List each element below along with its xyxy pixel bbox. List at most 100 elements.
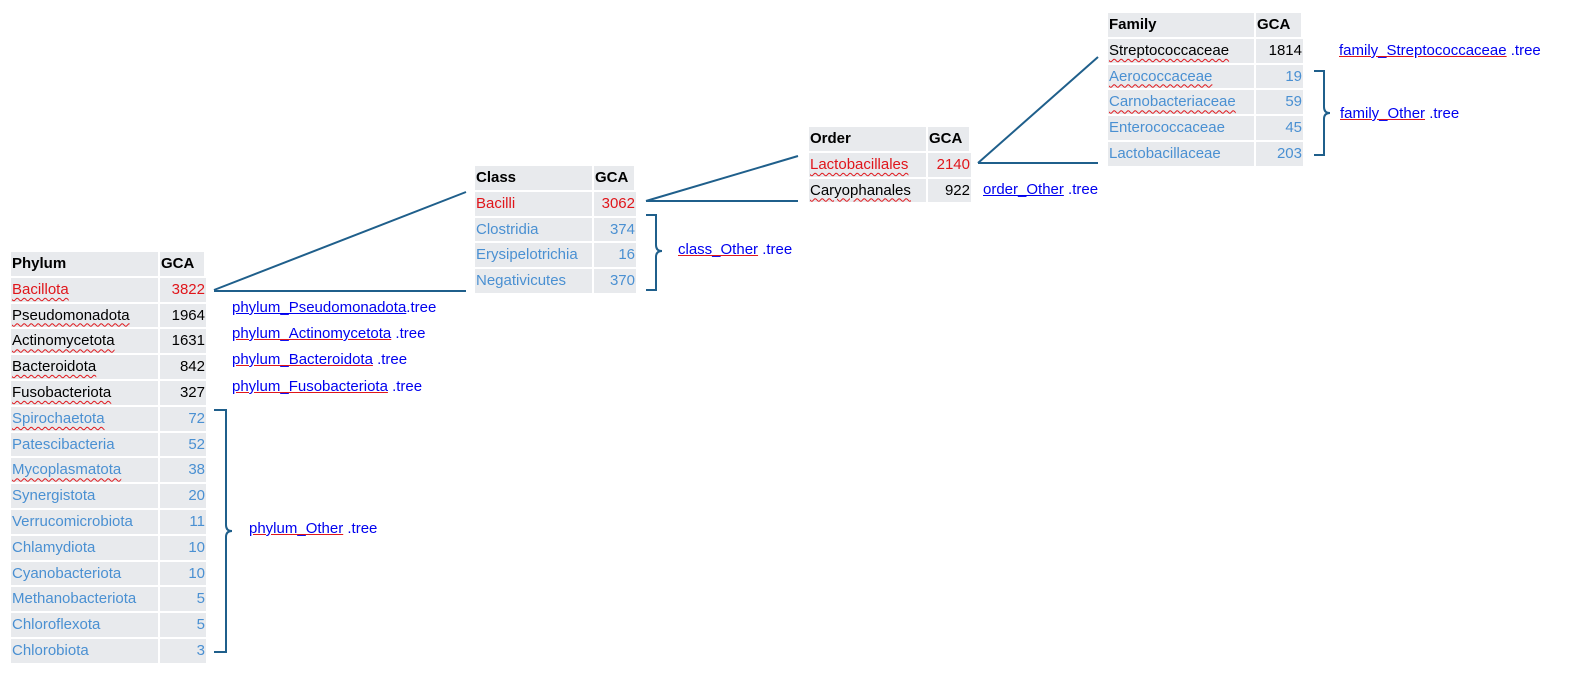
family-name: Carnobacteriaceae: [1109, 93, 1236, 111]
order-row: Caryophanales 922: [809, 178, 971, 205]
family-name-cell: Lactobacillaceae: [1108, 141, 1256, 168]
family-other-brace: [1314, 70, 1331, 156]
phylum-gca-count: 1631: [160, 329, 206, 356]
phylum-name-cell: Bacillota: [11, 277, 160, 304]
order-header-gca: GCA: [928, 127, 971, 153]
phylum-gca-count: 10: [160, 535, 206, 562]
order-name: Lactobacillales: [810, 155, 909, 173]
family-name-cell: Carnobacteriaceae: [1108, 90, 1256, 117]
link-class-other[interactable]: class_Other .tree: [678, 241, 793, 258]
phylum-other-brace: [214, 409, 233, 653]
family-name: Aerococcaceae: [1109, 67, 1213, 85]
order-name: Caryophanales: [810, 181, 911, 199]
class-name: Negativicutes: [476, 272, 567, 290]
link-family-streptococcaceae[interactable]: family_Streptococcaceae .tree: [1339, 42, 1541, 59]
family-name: Enterococcaceae: [1109, 119, 1225, 137]
phylum-row: Mycoplasmatota 38: [11, 458, 206, 485]
order-header-name: Order: [809, 127, 928, 153]
family-row: Aerococcaceae 19: [1108, 64, 1303, 91]
class-name: Clostridia: [476, 220, 539, 238]
phylum-row: Pseudomonadota 1964: [11, 303, 206, 330]
phylum-gca-count: 3822: [160, 277, 206, 304]
phylum-header-name: Phylum: [11, 252, 160, 278]
phylum-name: Synergistota: [12, 487, 96, 505]
phylum-name: Chlorobiota: [12, 641, 89, 659]
phylum-gca-count: 52: [160, 432, 206, 459]
family-row: Streptococcaceae 1814: [1108, 38, 1303, 65]
phylum-name: Actinomycetota: [12, 332, 115, 350]
phylum-name-cell: Bacteroidota: [11, 355, 160, 381]
class-other-brace: [646, 214, 663, 291]
phylum-gca-count: 5: [160, 587, 206, 614]
phylum-name-cell: Chlorobiota: [11, 638, 160, 665]
phylum-row: Patescibacteria 52: [11, 432, 206, 459]
phylum-name-cell: Pseudomonadota: [11, 303, 160, 330]
class-row: Negativicutes 370: [475, 269, 636, 295]
class-name: Erysipelotrichia: [476, 246, 578, 264]
phylum-name-cell: Chloroflexota: [11, 613, 160, 639]
phylum-gca-count: 20: [160, 484, 206, 510]
phylum-row: Chlamydiota 10: [11, 535, 206, 562]
class-gca-count: 370: [594, 269, 636, 295]
phylum-gca-count: 38: [160, 458, 206, 485]
family-gca-count: 1814: [1256, 38, 1303, 65]
phylum-gca-count: 842: [160, 355, 206, 381]
phylum-header-gca: GCA: [160, 252, 206, 278]
phylum-name: Chloroflexota: [12, 616, 101, 634]
order-name-cell: Lactobacillales: [809, 152, 928, 179]
family-gca-count: 59: [1256, 90, 1303, 117]
order-gca-count: 2140: [928, 152, 971, 179]
phylum-gca-count: 10: [160, 561, 206, 588]
family-header-name: Family: [1108, 13, 1256, 39]
link-order-other[interactable]: order_Other .tree: [983, 181, 1099, 198]
phylum-name: Pseudomonadota: [12, 306, 130, 324]
class-name-cell: Negativicutes: [475, 269, 594, 295]
family-gca-count: 203: [1256, 141, 1303, 168]
phylum-name: Patescibacteria: [12, 435, 115, 453]
family-name: Streptococcaceae: [1109, 41, 1230, 59]
phylum-name-cell: Actinomycetota: [11, 329, 160, 356]
family-name-cell: Enterococcaceae: [1108, 116, 1256, 142]
phylum-name: Fusobacteriota: [12, 383, 112, 401]
link-family-other[interactable]: family_Other .tree: [1340, 105, 1460, 122]
link-phylum-pseudomonadota[interactable]: phylum_Pseudomonadota.tree: [232, 299, 437, 316]
phylum-name-cell: Synergistota: [11, 484, 160, 510]
phylum-name: Bacillota: [12, 280, 69, 298]
link-phylum-actinomycetota[interactable]: phylum_Actinomycetota .tree: [232, 325, 426, 342]
phylum-name: Chlamydiota: [12, 538, 96, 556]
class-name-cell: Bacilli: [475, 191, 594, 218]
phylum-row: Bacillota 3822: [11, 277, 206, 304]
phylum-name: Mycoplasmatota: [12, 461, 122, 479]
family-gca-count: 19: [1256, 64, 1303, 91]
phylum-row: Synergistota 20: [11, 484, 206, 510]
class-gca-count: 16: [594, 243, 636, 270]
link-phylum-other[interactable]: phylum_Other .tree: [249, 520, 378, 537]
family-row: Carnobacteriaceae 59: [1108, 90, 1303, 117]
phylum-name-cell: Spirochaetota: [11, 406, 160, 433]
link-phylum-fusobacteriota[interactable]: phylum_Fusobacteriota .tree: [232, 378, 423, 395]
link-phylum-bacteroidota[interactable]: phylum_Bacteroidota .tree: [232, 351, 408, 368]
order-row: Lactobacillales 2140: [809, 152, 971, 179]
order-gca-count: 922: [928, 178, 971, 205]
class-name: Bacilli: [476, 194, 516, 212]
phylum-name-cell: Fusobacteriota: [11, 380, 160, 407]
phylum-gca-count: 1964: [160, 303, 206, 330]
class-header-name: Class: [475, 166, 594, 192]
phylum-name-cell: Chlamydiota: [11, 535, 160, 562]
phylum-gca-count: 72: [160, 406, 206, 433]
phylum-name-cell: Mycoplasmatota: [11, 458, 160, 485]
